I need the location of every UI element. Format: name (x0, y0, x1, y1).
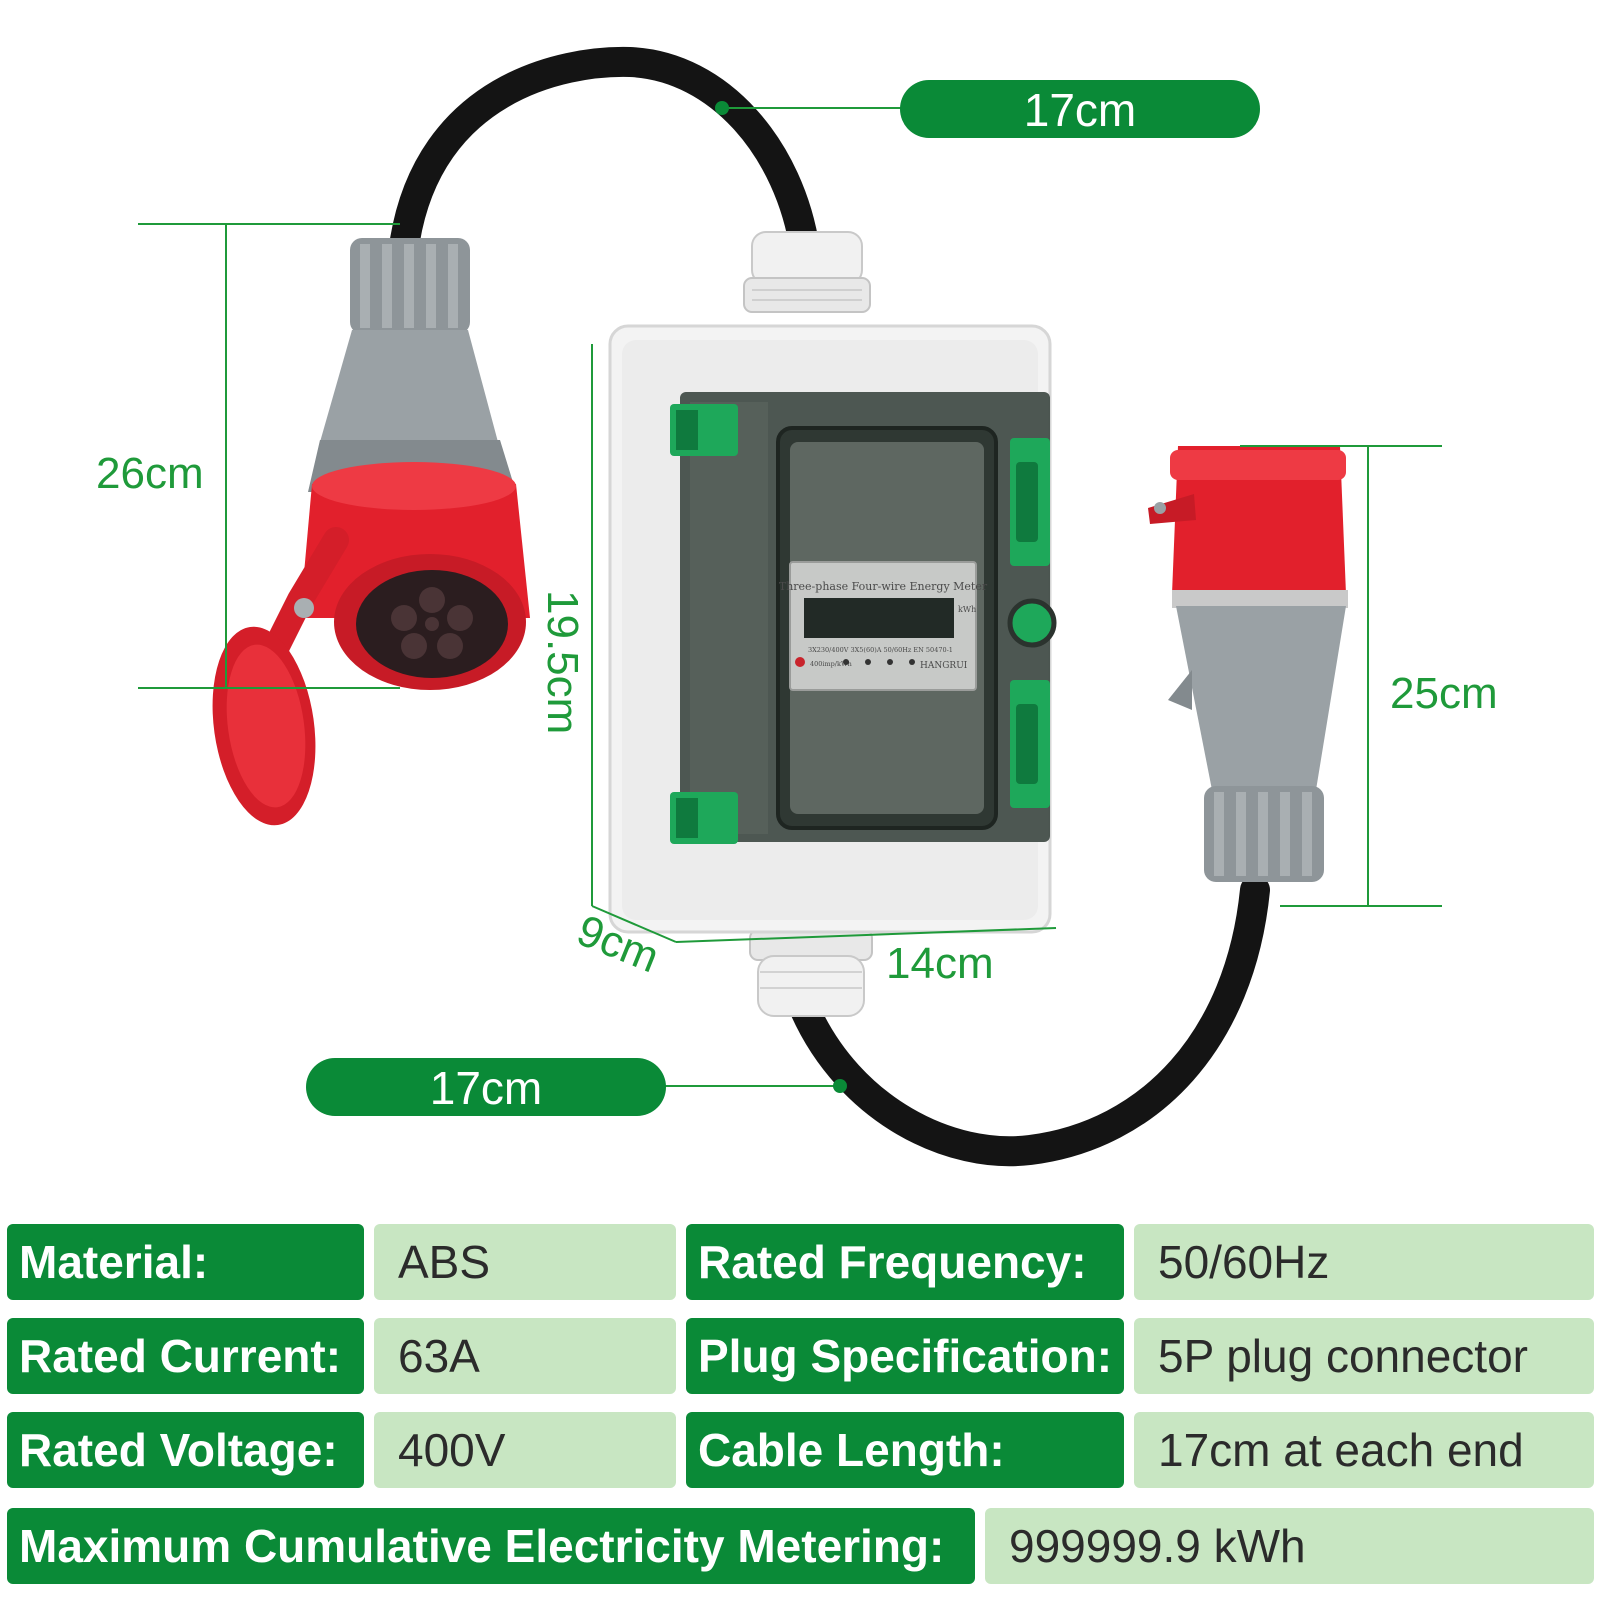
voltage-value: 400V (374, 1412, 676, 1488)
material-value: ABS (374, 1224, 676, 1300)
product-illustration: Three-phase Four-wire Energy Meter kWh 3… (96, 46, 1498, 1167)
frequency-label: Rated Frequency: (686, 1224, 1124, 1300)
bottom-cable-length: 17cm (430, 1062, 542, 1114)
box-height-label: 19.5cm (538, 590, 587, 734)
plug-length-dimension: 25cm (1240, 445, 1498, 907)
top-cable-length: 17cm (1024, 84, 1136, 136)
bottom-cable (790, 875, 1270, 1167)
top-cable-gland (743, 231, 871, 313)
current-label: Rated Current: (7, 1318, 364, 1394)
meter-lcd (804, 598, 954, 638)
meter-title: Three-phase Four-wire Energy Meter (779, 580, 988, 593)
cable-length-label: Cable Length: (686, 1412, 1124, 1488)
socket-length-dimension: 26cm (96, 223, 400, 689)
meter-unit: kWh (958, 605, 976, 614)
material-label: Material: (7, 1224, 364, 1300)
bottom-cable-gland (749, 929, 873, 1017)
bottom-cable-dimension: 17cm (306, 1058, 847, 1116)
meter-imp: 400imp/kWh (810, 660, 852, 668)
bottom-cable-pill (306, 1058, 666, 1116)
frequency-value: 50/60Hz (1134, 1224, 1594, 1300)
metering-label: Maximum Cumulative Electricity Metering: (7, 1508, 975, 1584)
meter-spec-line: 3X230/400V 3X5(60)A 50/60Hz EN 50470-1 (808, 646, 953, 654)
plug-spec-label: Plug Specification: (686, 1318, 1124, 1394)
box-depth-width-dimension: 9cm 14cm (570, 905, 1057, 988)
cable-length-value: 17cm at each end (1134, 1412, 1594, 1488)
energy-meter: Three-phase Four-wire Energy Meter kWh 3… (779, 561, 988, 691)
box-height-dimension: 19.5cm (538, 344, 593, 906)
voltage-label: Rated Voltage: (7, 1412, 364, 1488)
meter-brand: HANGRUI (920, 661, 968, 671)
top-cable (390, 46, 820, 265)
box-width-label: 14cm (886, 939, 994, 988)
plug-length-label: 25cm (1390, 669, 1498, 718)
plug-spec-value: 5P plug connector (1134, 1318, 1594, 1394)
meter-led (795, 657, 805, 667)
red-plug-connector (1148, 446, 1348, 882)
socket-length-label: 26cm (96, 449, 204, 498)
metering-value: 999999.9 kWh (985, 1508, 1594, 1584)
red-socket-connector (212, 238, 530, 826)
top-cable-dimension: 17cm (715, 80, 1260, 138)
top-cable-pill (900, 80, 1260, 138)
current-value: 63A (374, 1318, 676, 1394)
